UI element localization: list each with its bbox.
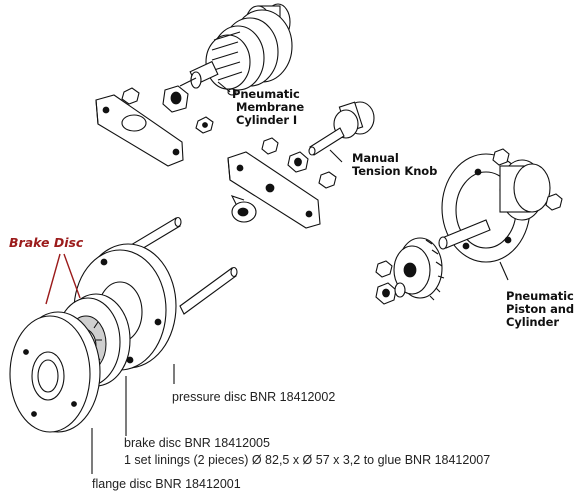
leader-lines — [45, 81, 509, 474]
membrane-cylinder-label: Pneumatic Membrane Cylinder I — [232, 88, 304, 127]
piston-cylinder-label-line1: Pneumatic — [506, 289, 574, 303]
membrane-cylinder-label-line3: Cylinder I — [236, 113, 297, 127]
membrane-cylinder-label-line1: Pneumatic — [232, 87, 300, 101]
manual-knob-label-line2: Tension Knob — [352, 164, 438, 178]
piston-cylinder-label-line3: Cylinder — [506, 315, 559, 329]
brake-disc-caption: brake disc BNR 18412005 — [124, 436, 270, 450]
membrane-cylinder-label-line2: Membrane — [236, 100, 305, 114]
manual-tension-knob-part — [227, 101, 375, 229]
flange-disc-caption: flange disc BNR 18412001 — [92, 477, 241, 491]
flange-disc-part — [9, 311, 101, 433]
brake-disc-title: Brake Disc — [9, 235, 84, 250]
pressure-disc-caption: pressure disc BNR 18412002 — [172, 390, 336, 404]
manual-knob-label-line1: Manual — [352, 151, 399, 165]
piston-cylinder-part — [375, 148, 563, 305]
piston-cylinder-label-line2: Piston and — [506, 302, 574, 316]
linings-caption: 1 set linings (2 pieces) Ø 82,5 x Ø 57 x… — [124, 453, 491, 467]
piston-cylinder-label: Pneumatic Piston and Cylinder — [506, 290, 574, 329]
membrane-cylinder-part — [95, 3, 293, 167]
manual-knob-label: Manual Tension Knob — [352, 152, 437, 178]
